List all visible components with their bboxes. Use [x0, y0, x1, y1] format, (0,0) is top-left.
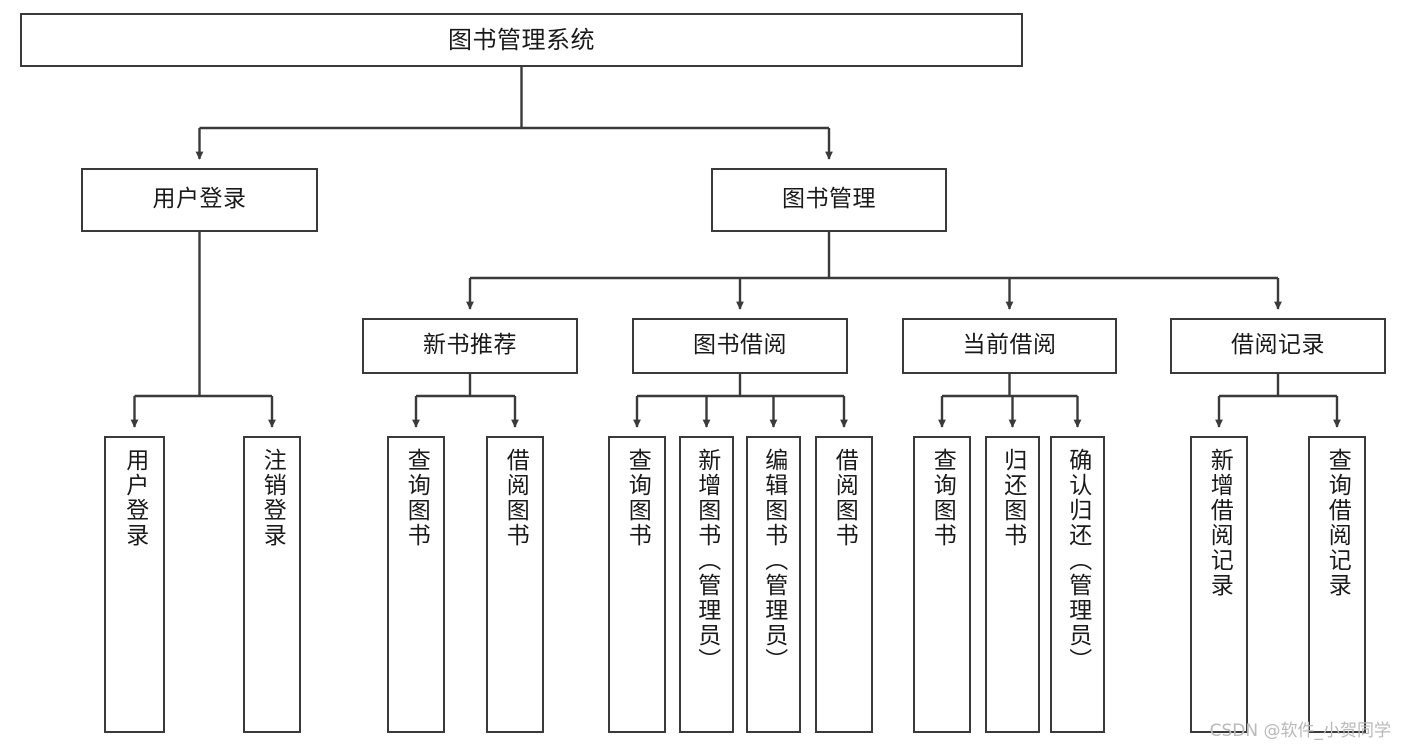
- node-book-borrow[interactable]: 图书借阅: [632, 318, 848, 374]
- node-leaf-query-book-2-label: 查询图书: [624, 448, 651, 548]
- node-leaf-add-record[interactable]: 新增借阅记录: [1190, 436, 1248, 733]
- node-new-book-rec[interactable]: 新书推荐: [362, 318, 578, 374]
- node-book-manage[interactable]: 图书管理: [711, 168, 947, 232]
- node-root-label: 图书管理系统: [448, 25, 595, 54]
- node-book-borrow-label: 图书借阅: [693, 332, 787, 359]
- watermark: CSDN @软件_小贺同学: [1209, 721, 1391, 741]
- node-leaf-add-record-label: 新增借阅记录: [1206, 448, 1233, 598]
- node-leaf-user-login-label: 用户登录: [121, 448, 148, 548]
- node-borrow-record-label: 借阅记录: [1231, 332, 1325, 359]
- node-user-login-label: 用户登录: [152, 186, 247, 213]
- node-leaf-logout-label: 注销登录: [259, 448, 286, 548]
- node-leaf-add-book[interactable]: 新增图书（管理员）: [679, 436, 734, 733]
- node-leaf-query-record-label: 查询借阅记录: [1324, 448, 1351, 598]
- node-new-book-rec-label: 新书推荐: [423, 332, 517, 359]
- node-leaf-confirm-return-label: 确认归还（管理员）: [1064, 448, 1091, 673]
- node-leaf-borrow-book-1[interactable]: 借阅图书: [486, 436, 544, 733]
- node-root[interactable]: 图书管理系统: [20, 13, 1023, 67]
- node-leaf-borrow-book-2[interactable]: 借阅图书: [815, 436, 873, 733]
- node-leaf-return-book-label: 归还图书: [999, 448, 1026, 548]
- node-book-manage-label: 图书管理: [782, 186, 876, 213]
- node-leaf-query-book-1-label: 查询图书: [403, 448, 430, 548]
- node-leaf-edit-book-label: 编辑图书（管理员）: [760, 448, 787, 673]
- node-leaf-borrow-book-2-label: 借阅图书: [831, 448, 858, 548]
- node-leaf-logout[interactable]: 注销登录: [243, 436, 301, 733]
- node-current-borrow-label: 当前借阅: [962, 332, 1057, 359]
- node-leaf-confirm-return[interactable]: 确认归还（管理员）: [1050, 436, 1105, 733]
- node-current-borrow[interactable]: 当前借阅: [902, 318, 1117, 374]
- node-leaf-query-record[interactable]: 查询借阅记录: [1308, 436, 1366, 733]
- node-leaf-query-book-3-label: 查询图书: [929, 448, 956, 548]
- node-leaf-query-book-1[interactable]: 查询图书: [387, 436, 445, 733]
- node-leaf-borrow-book-1-label: 借阅图书: [502, 448, 529, 548]
- node-leaf-query-book-3[interactable]: 查询图书: [913, 436, 971, 733]
- node-borrow-record[interactable]: 借阅记录: [1170, 318, 1386, 374]
- node-user-login[interactable]: 用户登录: [81, 168, 318, 232]
- node-leaf-add-book-label: 新增图书（管理员）: [693, 448, 720, 673]
- node-leaf-user-login[interactable]: 用户登录: [104, 436, 165, 733]
- node-leaf-edit-book[interactable]: 编辑图书（管理员）: [746, 436, 801, 733]
- node-leaf-return-book[interactable]: 归还图书: [985, 436, 1040, 733]
- node-leaf-query-book-2[interactable]: 查询图书: [608, 436, 666, 733]
